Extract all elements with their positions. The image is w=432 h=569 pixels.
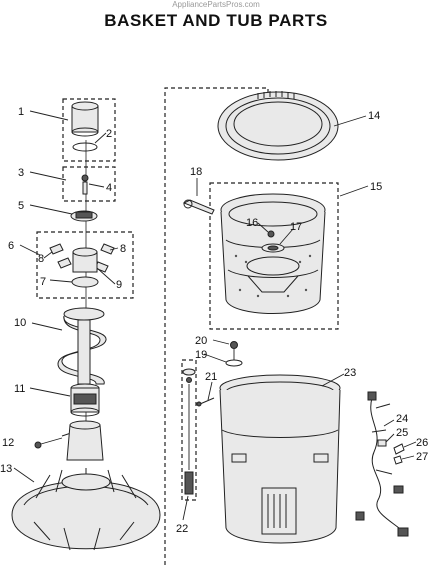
part-8-dogs-left <box>49 243 72 269</box>
callout-27: 27 <box>416 451 428 463</box>
group-box-3 <box>62 166 116 202</box>
callout-15: 15 <box>370 181 382 193</box>
part-19-washer <box>225 359 243 367</box>
callout-18: 18 <box>190 166 202 178</box>
part-4-bolt <box>81 174 89 195</box>
part-17-spanner-nut <box>261 243 285 253</box>
leader-lines <box>13 110 417 521</box>
callout-9: 9 <box>116 279 122 291</box>
callout-16: 16 <box>246 217 258 229</box>
callout-7: 7 <box>40 276 46 288</box>
part-9-dog-retainer <box>72 247 98 273</box>
callout-1: 1 <box>18 106 24 118</box>
callout-17: 17 <box>290 221 302 233</box>
part-14-balance-ring <box>217 91 339 161</box>
callout-20: 20 <box>195 335 207 347</box>
callout-21: 21 <box>205 371 217 383</box>
part-22-snubber <box>182 368 196 495</box>
callout-8-right: 8 <box>120 243 126 255</box>
part-7-retainer-ring <box>71 276 99 288</box>
callout-26: 26 <box>416 437 428 449</box>
part-16-nut <box>267 230 275 238</box>
callout-8-left: 8 <box>38 253 44 265</box>
group-box-6 <box>36 231 134 299</box>
part-20-screw <box>230 341 238 360</box>
callout-24: 24 <box>396 413 408 425</box>
part-10-auger <box>57 307 107 385</box>
callout-14: 14 <box>368 110 380 122</box>
part-24-wire-harness <box>355 391 409 537</box>
part-5-cam <box>70 210 98 222</box>
callout-10: 10 <box>14 317 26 329</box>
part-23-outer-tub <box>219 374 341 544</box>
callout-11: 11 <box>14 383 25 395</box>
callout-6: 6 <box>8 240 14 252</box>
callout-2: 2 <box>106 128 112 140</box>
part-25-connector <box>377 439 387 447</box>
part-2-oring <box>72 142 98 152</box>
group-box-22 <box>181 359 197 501</box>
callout-13: 13 <box>0 463 12 475</box>
callout-22: 22 <box>176 523 188 535</box>
group-box-1 <box>62 98 116 162</box>
callout-12: 12 <box>2 437 14 449</box>
callout-3: 3 <box>18 167 24 179</box>
callout-23: 23 <box>344 367 356 379</box>
part-11-clutch <box>70 383 100 417</box>
callout-19: 19 <box>195 349 207 361</box>
callout-25: 25 <box>396 427 408 439</box>
basket <box>220 193 326 314</box>
group-box-15 <box>209 182 339 330</box>
part-26-clip <box>393 443 405 455</box>
part-1-cap <box>71 101 99 137</box>
watermark: AppliancePartsPros.com <box>172 0 260 9</box>
diagram-title: BASKET AND TUB PARTS <box>104 11 328 30</box>
callout-4: 4 <box>106 182 112 194</box>
part-18-spanner-wrench <box>182 199 215 215</box>
part-13-impeller <box>11 420 161 551</box>
part-8-dogs-right <box>94 243 115 273</box>
part-27-clip <box>393 455 403 465</box>
part-21-bolt <box>196 397 215 407</box>
callout-5: 5 <box>18 200 24 212</box>
